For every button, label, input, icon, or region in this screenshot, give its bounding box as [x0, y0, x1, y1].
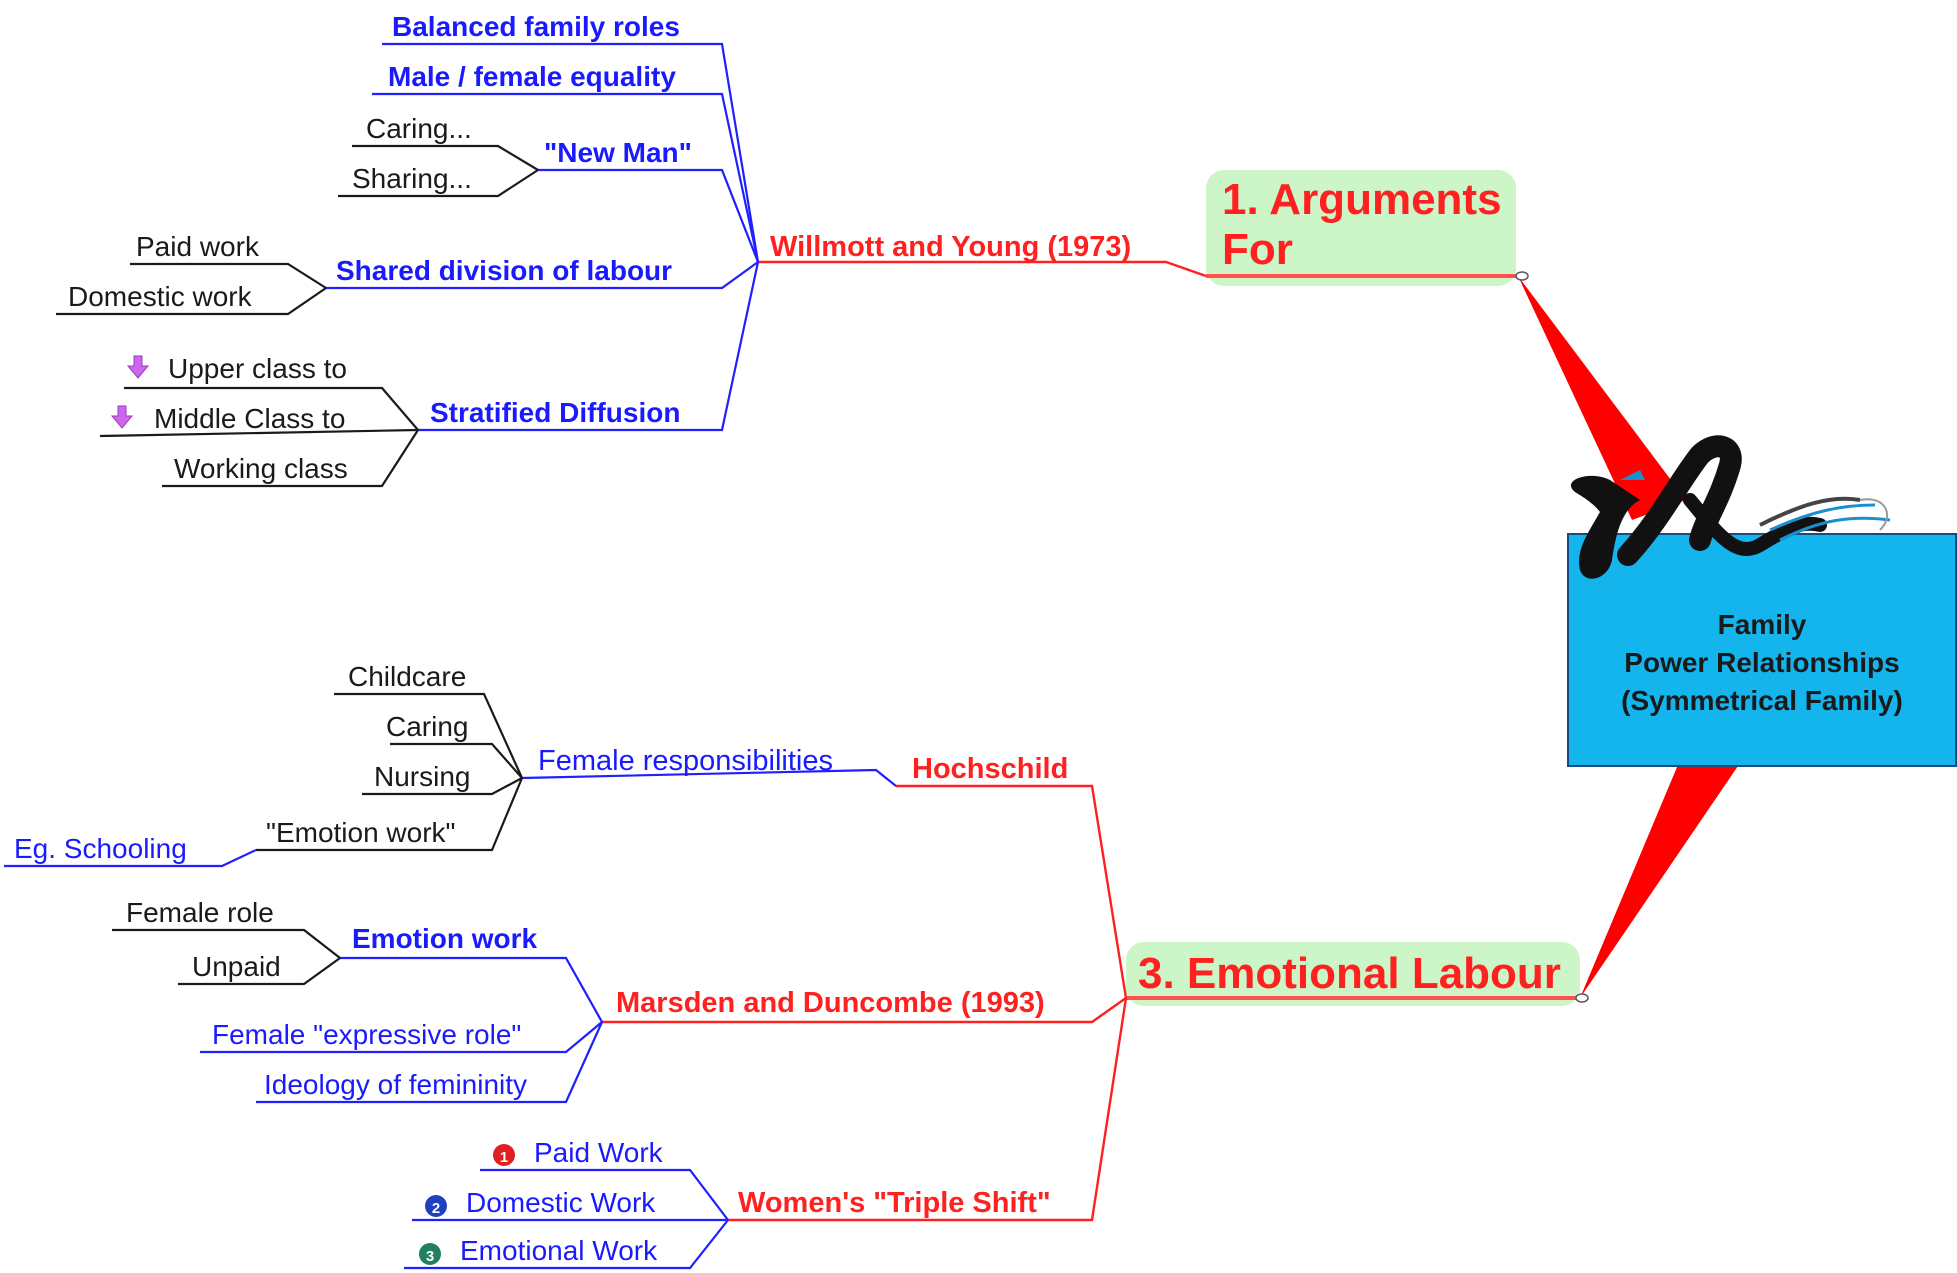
- female-responsibilities[interactable]: Female responsibilities: [538, 745, 833, 777]
- new-man[interactable]: "New Man": [544, 137, 692, 168]
- unpaid-item[interactable]: Unpaid: [192, 951, 281, 982]
- central-title-line1: Family: [1718, 609, 1807, 640]
- central-title-line3: (Symmetrical Family): [1621, 685, 1903, 716]
- balanced-family-roles[interactable]: Balanced family roles: [392, 11, 680, 42]
- eg-schooling[interactable]: Eg. Schooling: [14, 833, 187, 864]
- arguments-for-background: [1206, 170, 1516, 286]
- shared-division-of-labour[interactable]: Shared division of labour: [336, 255, 672, 286]
- emotional-work-shift[interactable]: Emotional Work: [460, 1235, 658, 1266]
- priority-1-icon: 1: [493, 1144, 515, 1166]
- female-role-item[interactable]: Female role: [126, 897, 274, 928]
- emotional-labour-label: 3. Emotional Labour: [1138, 949, 1561, 998]
- wedge-arguments-for: [1518, 276, 1686, 520]
- svg-text:2: 2: [432, 1200, 440, 1217]
- arguments-for-line1: 1. Arguments: [1222, 175, 1502, 224]
- paid-work-item[interactable]: Paid work: [136, 231, 260, 262]
- collapse-handle[interactable]: [1575, 993, 1589, 1003]
- nursing-item[interactable]: Nursing: [374, 761, 470, 792]
- willmott-young-label[interactable]: Willmott and Young (1973): [770, 231, 1131, 263]
- svg-text:3: 3: [426, 1248, 434, 1265]
- down-arrow-icon: [110, 405, 134, 429]
- domestic-work-shift[interactable]: Domestic Work: [466, 1187, 656, 1218]
- main-topic-emotional-labour[interactable]: 3. Emotional Labour: [1126, 942, 1589, 1006]
- emotion-work-item[interactable]: Emotion work: [352, 923, 538, 954]
- central-topic[interactable]: Family Power Relationships (Symmetrical …: [1567, 435, 1957, 767]
- central-title-line2: Power Relationships: [1624, 647, 1899, 678]
- marsden-duncombe-label[interactable]: Marsden and Duncombe (1993): [616, 987, 1045, 1019]
- male-female-equality[interactable]: Male / female equality: [388, 61, 676, 92]
- caring-item-2[interactable]: Caring: [386, 711, 468, 742]
- willmott-connectors: [56, 42, 1207, 488]
- wedge-emotional-labour: [1580, 760, 1738, 998]
- central-topic-box: [1567, 533, 1957, 767]
- upper-class-item[interactable]: Upper class to: [168, 353, 347, 384]
- childcare-item[interactable]: Childcare: [348, 661, 466, 692]
- emotional-labour-connectors: [4, 692, 1128, 1270]
- female-expressive-role[interactable]: Female "expressive role": [212, 1019, 521, 1050]
- brush-logo-icon: [1570, 435, 1891, 579]
- middle-class-item[interactable]: Middle Class to: [154, 403, 345, 434]
- emotional-labour-background: [1126, 942, 1580, 1006]
- priority-2-icon: 2: [425, 1195, 447, 1217]
- caring-item[interactable]: Caring...: [366, 113, 472, 144]
- collapse-handle[interactable]: [1515, 271, 1529, 281]
- arguments-for-line2: For: [1222, 225, 1293, 274]
- down-arrow-icon: [126, 355, 150, 379]
- sharing-item[interactable]: Sharing...: [352, 163, 472, 194]
- svg-text:1: 1: [500, 1149, 508, 1166]
- emotion-work-quote[interactable]: "Emotion work": [266, 817, 456, 848]
- priority-3-icon: 3: [419, 1243, 441, 1265]
- triple-shift-label[interactable]: Women's "Triple Shift": [738, 1187, 1051, 1219]
- hochschild-label[interactable]: Hochschild: [912, 753, 1068, 785]
- main-topic-arguments-for[interactable]: 1. Arguments For: [1206, 170, 1529, 286]
- domestic-work-item[interactable]: Domestic work: [68, 281, 253, 312]
- paid-work-shift[interactable]: Paid Work: [534, 1137, 664, 1168]
- ideology-of-femininity[interactable]: Ideology of femininity: [264, 1069, 527, 1100]
- working-class-item[interactable]: Working class: [174, 453, 348, 484]
- stratified-diffusion[interactable]: Stratified Diffusion: [430, 397, 680, 428]
